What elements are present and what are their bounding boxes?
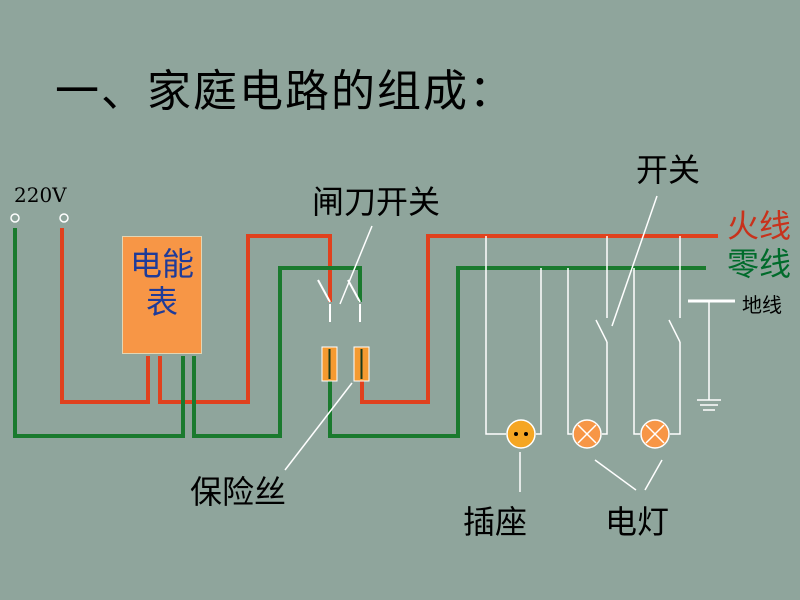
neutral-wire-label: 零线 [727, 245, 792, 283]
knife-switch-label: 闸刀开关 [312, 183, 441, 221]
lamp-1-branch-wires [567, 236, 608, 435]
socket-label: 插座 [463, 503, 528, 541]
neutral-wire-meter-to-knife-switch [192, 266, 362, 438]
live-wire-supply-to-meter [60, 228, 150, 404]
neutral-wire-supply-to-meter [13, 228, 185, 438]
ground-wire [688, 299, 735, 411]
lamp-label: 电灯 [605, 503, 670, 541]
live-wire [60, 228, 718, 404]
supply-terminal-neutral [10, 213, 20, 223]
knife-switch [317, 279, 361, 322]
energy-meter: 电能表 [122, 236, 202, 354]
lamp-1 [572, 419, 602, 449]
energy-meter-label: 电能表 [129, 245, 194, 321]
ground-wire-label: 地线 [742, 293, 782, 317]
supply-voltage-label: 220V [14, 183, 67, 207]
callout-lamp-1 [594, 459, 637, 491]
callout-lines [284, 195, 663, 492]
neutral-wire-fuse-to-neutral-bus [328, 266, 706, 438]
page-title: 一、家庭电路的组成： [55, 66, 515, 117]
callout-switch [611, 195, 658, 327]
supply-terminal-live [59, 213, 69, 223]
socket-branch-wires [485, 236, 542, 435]
lamp-2 [640, 419, 670, 449]
fuse-label: 保险丝 [190, 473, 287, 511]
live-wire-label: 火线 [727, 207, 792, 245]
switch-label: 开关 [636, 151, 701, 189]
lamp-2-branch-wires [633, 236, 681, 435]
live-wire-fuse-to-live-bus [360, 234, 718, 404]
callout-knife-switch [339, 225, 373, 305]
socket [506, 419, 536, 449]
callout-fuse [284, 382, 353, 471]
live-wire-meter-to-knife-switch [158, 234, 332, 404]
fuses [321, 346, 370, 382]
callout-lamp-2 [644, 459, 663, 491]
